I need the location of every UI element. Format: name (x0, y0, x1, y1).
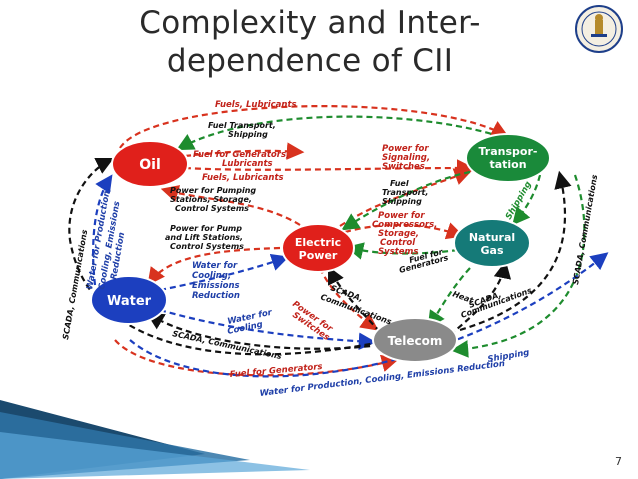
arrow-fuel-generators (184, 142, 305, 160)
arrow-shipping-right (512, 174, 542, 226)
arrow-fuel-transport-gas (341, 170, 471, 231)
arrow-water-production-left (92, 174, 113, 286)
emblem-seal-icon (575, 5, 623, 53)
label-power-pumping-2: Stations, Storage, (170, 195, 252, 204)
label-power-pump-lift-1: Power for Pump (170, 224, 242, 233)
label-power-signaling-2: Signaling, (382, 153, 430, 163)
label-power-compressors-4: Control (380, 238, 416, 248)
label-power-compressors-5: Systems (378, 247, 418, 257)
label-fuels-lubricants-mid: Fuels, Lubricants (202, 173, 284, 183)
label-shipping-right: Shipping (504, 180, 534, 222)
label-water-cooling-3: Emissions (192, 281, 240, 291)
node-gas-label-2: Gas (481, 244, 504, 257)
arrow-scada-mid (328, 266, 381, 333)
label-fuel-transport-2: Shipping (228, 130, 268, 139)
node-transport-label-1: Transpor- (479, 145, 538, 158)
node-gas-label-1: Natural (469, 231, 515, 244)
node-telecom-label: Telecom (388, 334, 443, 348)
label-power-pump-lift-3: Control Systems (170, 242, 244, 251)
arrow-scada-bottom (146, 312, 381, 350)
arrow-fuel-generators-bottom (114, 339, 400, 377)
label-water-cooling-4: Reduction (192, 291, 240, 301)
label-fuels-lubricants-top: Fuels, Lubricants (215, 100, 297, 110)
arrow-fuels-lubricants-top (119, 105, 509, 149)
label-fuel-generators-1: Fuel for Generators, (193, 150, 289, 160)
label-power-compressors-1: Power for (378, 211, 425, 221)
label-water-cooling-1: Water for (192, 261, 238, 271)
title-line-1: Complexity and Inter- (139, 5, 481, 41)
arrow-power-pump-lift (147, 246, 281, 286)
arrow-fuels-lubricants-mid (184, 159, 475, 177)
label-fuel-transport-gas-1: Fuel (390, 179, 409, 188)
title-line-2: dependence of CII (166, 43, 454, 79)
arrow-scada-gas (449, 260, 512, 336)
label-fuel-transport-gas-3: Shipping (382, 197, 422, 206)
label-power-signaling-1: Power for (382, 144, 429, 154)
arrow-scada-right (459, 170, 572, 332)
arrow-fuel-for-generators-gas (345, 242, 459, 260)
slide-title: Complexity and Inter- dependence of CII (90, 4, 530, 80)
arrow-power-pumping (160, 185, 301, 226)
label-fuel-transport-1: Fuel Transport, (208, 121, 276, 130)
node-water-label: Water (107, 294, 152, 309)
node-oil-label: Oil (139, 157, 161, 173)
label-fuel-transport-gas-2: Transport, (382, 188, 428, 197)
label-shipping-bottom: Shipping (487, 348, 530, 365)
node-oil: Oil (111, 140, 189, 188)
node-electric-label-1: Electric (295, 236, 341, 249)
node-transport-label-2: tation (489, 158, 526, 171)
node-transportation: Transpor- tation (465, 133, 551, 183)
node-water: Water (90, 275, 168, 325)
node-electric-power: Electric Power (281, 223, 355, 273)
label-power-compressors-2: Compressors, (372, 220, 437, 230)
page-number: 7 (615, 455, 622, 468)
arrow-water-production-bottom (129, 252, 609, 378)
label-power-signaling-3: Switches (382, 162, 425, 172)
label-scada-right: SCADA, Communications (571, 174, 599, 286)
label-power-pumping-1: Power for Pumping (170, 186, 256, 195)
label-water-cooling-2: Cooling, (192, 271, 231, 281)
node-electric-label-2: Power (299, 249, 338, 262)
label-power-pump-lift-2: and Lift Stations, (165, 233, 243, 242)
label-power-compressors-3: Storage, (378, 229, 419, 239)
label-fuel-generators-2: Lubricants (222, 159, 273, 169)
node-telecom: Telecom (372, 317, 458, 363)
label-power-pumping-3: Control Systems (175, 204, 249, 213)
arrow-shipping-bottom (450, 174, 586, 358)
node-natural-gas: Natural Gas (453, 218, 531, 268)
arrow-power-switches (318, 267, 379, 331)
